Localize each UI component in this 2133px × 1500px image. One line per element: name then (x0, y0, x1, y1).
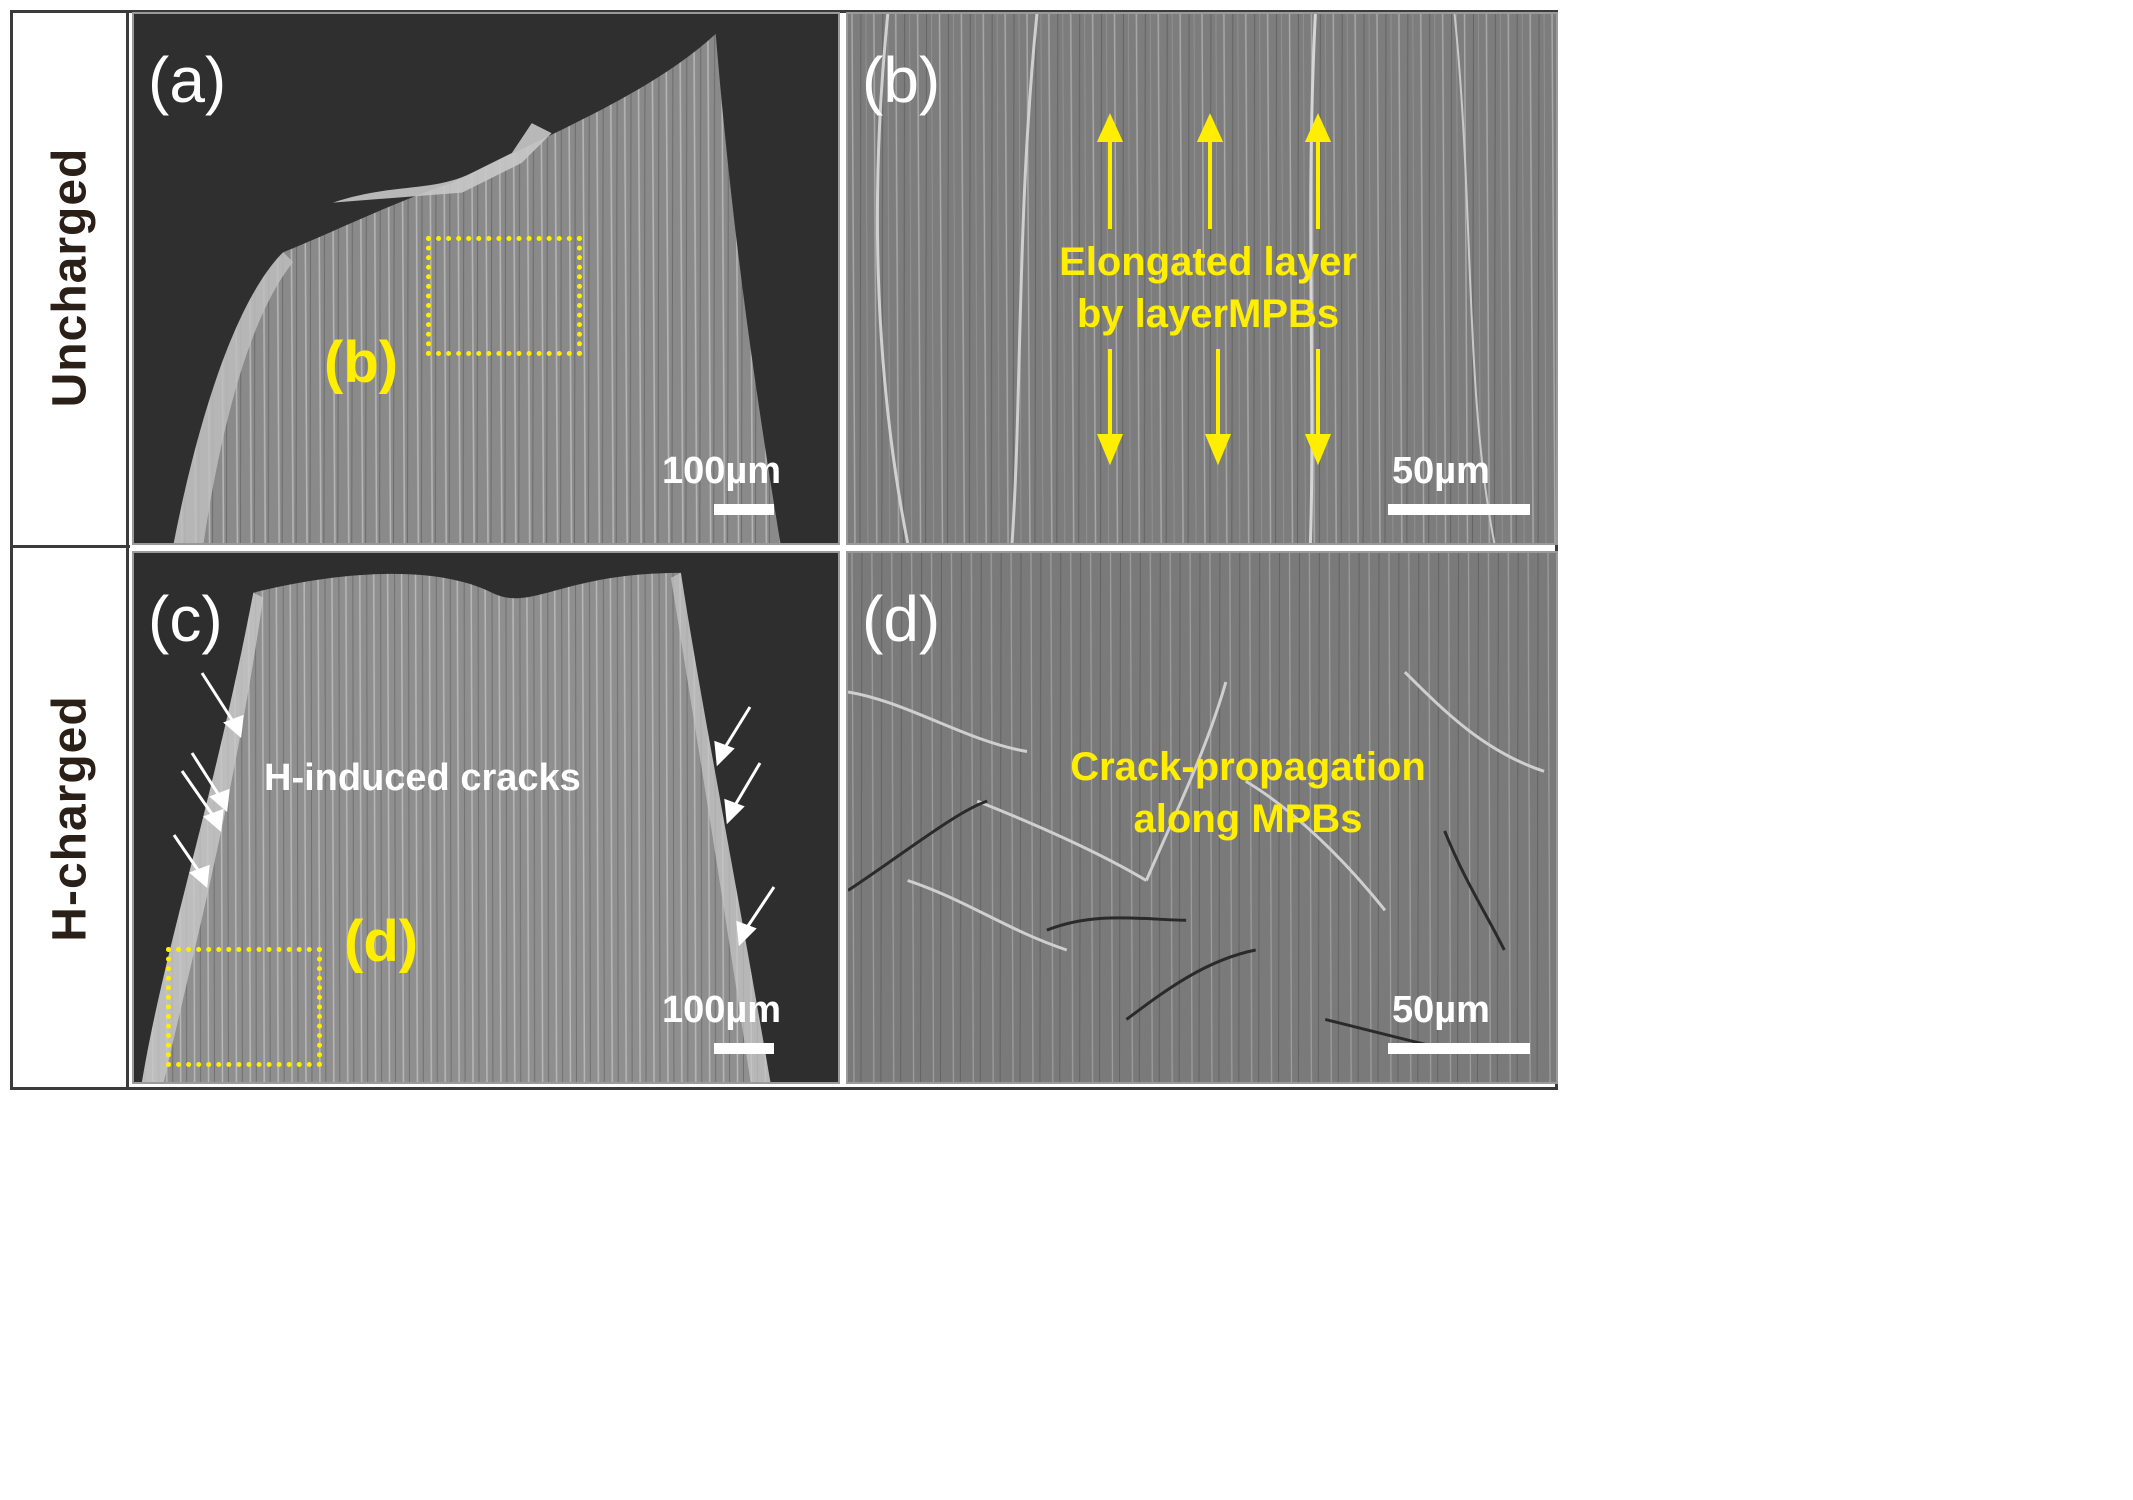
panel-c-annotation: H-induced cracks (264, 757, 581, 799)
panel-b-annotation-line2: by layerMPBs (1076, 292, 1340, 336)
panel-d-scale-text: 50µm (1392, 989, 1490, 1031)
panel-b-scale-bar (1388, 504, 1530, 515)
panel-a-scale-bar (714, 504, 774, 515)
panel-b-label: (b) (862, 44, 941, 116)
crack-arrows (172, 672, 776, 947)
panel-d-annotation-line1: Crack-propagation (1070, 745, 1426, 789)
panel-d-annotation: Crack-propagation along MPBs (1018, 741, 1478, 845)
panel-b-micrograph (848, 14, 1556, 543)
row-label-divider (126, 10, 129, 1090)
panel-d-annotation-line2: along MPBs (1133, 797, 1363, 841)
panel-d-sem-image: (d) Crack-propagation along MPBs 50µm (846, 551, 1558, 1084)
panel-c-sem-image: (c) H-induced cracks (d) 100µm (132, 551, 840, 1084)
row-label-h-charged: H-charged (43, 694, 97, 942)
panel-a-sem-image: (a) (b) 100µm (132, 12, 840, 545)
panel-a-scale-text: 100µm (662, 450, 782, 492)
panel-b-annotation: Elongated layer by layerMPBs (998, 236, 1418, 340)
inset-label-d: (d) (344, 909, 419, 974)
panel-c-micrograph (134, 553, 838, 1082)
panel-d-micrograph (848, 553, 1556, 1082)
panel-a-label: (a) (148, 44, 227, 116)
panel-b-sem-image: (b) Elongated layer by layerMPBs 50µm (846, 12, 1558, 545)
elongation-arrows (1096, 113, 1332, 466)
panel-b-annotation-line1: Elongated layer (1059, 240, 1357, 284)
panel-c-scale-text: 100µm (662, 989, 782, 1031)
row-label-uncharged: Uncharged (43, 147, 97, 408)
panel-b-scale-text: 50µm (1392, 450, 1490, 492)
inset-label-b: (b) (324, 330, 399, 395)
inset-box-b (426, 236, 582, 356)
row-divider (10, 545, 130, 548)
panel-c-scale-bar (714, 1043, 774, 1054)
panel-d-scale-bar (1388, 1043, 1530, 1054)
panel-c-label: (c) (148, 583, 223, 655)
panel-d-label: (d) (862, 583, 941, 655)
inset-box-d (166, 947, 322, 1067)
panel-a-micrograph (134, 14, 838, 543)
